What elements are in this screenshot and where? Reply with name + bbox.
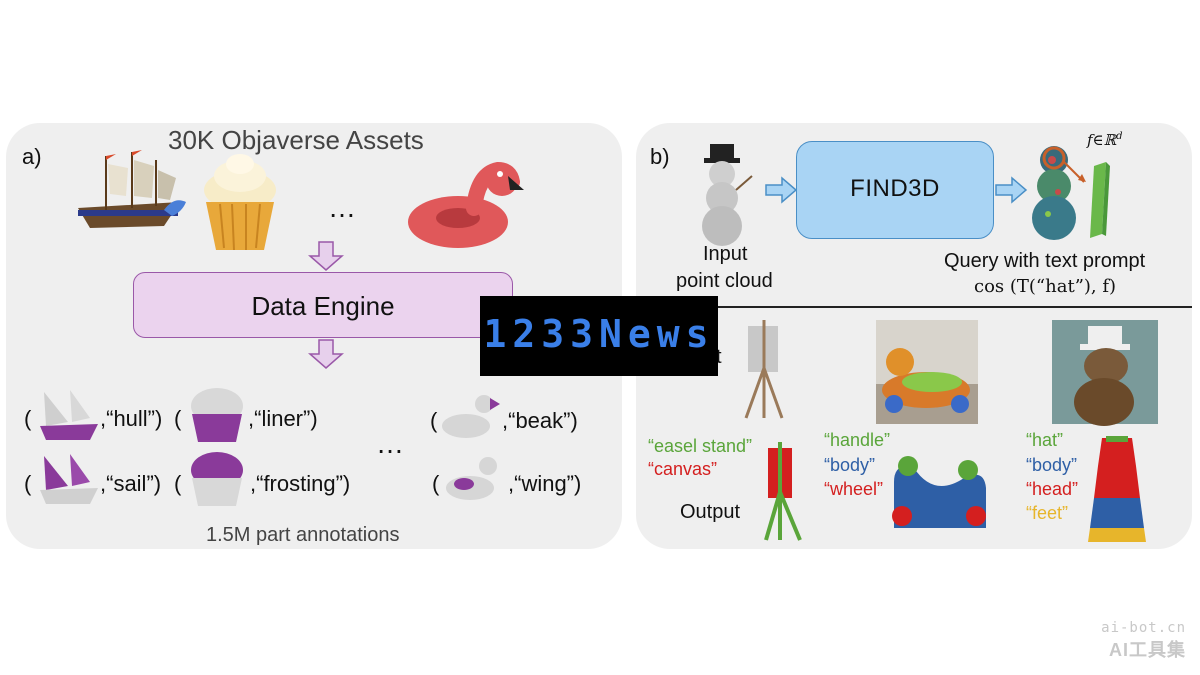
annotation-ellipsis: … <box>376 428 404 459</box>
find3d-model-box: FIND3D <box>796 141 994 239</box>
flamingo-part-wing <box>446 457 497 500</box>
capybara-output-image <box>1088 436 1146 542</box>
prompt-hat: “hat” <box>1026 430 1064 450</box>
panel-a-caption: 1.5M part annotations <box>206 524 400 546</box>
capybara-photo-image <box>1052 320 1158 426</box>
annotation-beak-open: ( <box>430 408 438 433</box>
annotation-beak-label: ,“beak”) <box>502 408 578 433</box>
panel-b-divider <box>652 306 1192 308</box>
annotation-sail-label: ,“sail”) <box>100 471 162 496</box>
annotation-hull-label: ,“hull”) <box>100 406 163 431</box>
annotation-sail-open: ( <box>24 471 32 496</box>
prompt-head: “head” <box>1026 479 1079 499</box>
corner-watermark-line2: AI工具集 <box>1109 640 1186 660</box>
ship-part-hull <box>40 390 98 440</box>
panel-a-label: a) <box>22 144 42 169</box>
query-label: Query with text prompt <box>944 250 1146 272</box>
prompt-handle: “handle” <box>824 430 891 450</box>
output-label: Output <box>680 501 741 523</box>
feature-vector-text: f∈ℝ <box>1087 131 1117 149</box>
corner-watermark: ai-bot.cn AI工具集 <box>1101 620 1186 662</box>
prompt-feet: “feet” <box>1026 503 1069 523</box>
ship-part-sail <box>40 454 98 504</box>
prompt-body-capybara: “body” <box>1026 455 1078 475</box>
annotation-liner-label: ,“liner”) <box>248 406 318 431</box>
ship-image <box>78 150 186 228</box>
query-formula: cos (T(“hat”), f) <box>974 276 1117 297</box>
annotation-liner-open: ( <box>174 406 182 431</box>
find3d-label: FIND3D <box>850 175 940 202</box>
annotation-wing-label: ,“wing”) <box>508 471 582 496</box>
annotation-frosting-open: ( <box>174 471 182 496</box>
watermark-banner: 1233News <box>480 296 718 376</box>
watermark-text: 1233News <box>483 312 715 356</box>
snowman-input-image <box>702 144 753 246</box>
annotation-wing-open: ( <box>432 471 440 496</box>
cupcake-part-frosting <box>191 452 243 506</box>
feature-vector-label: f∈ℝd <box>1087 131 1123 149</box>
asset-ellipsis: … <box>328 192 356 223</box>
prompt-wheel: “wheel” <box>824 479 884 499</box>
toy-output-image <box>892 456 986 528</box>
input-label-line1: Input <box>703 243 748 265</box>
data-engine-label: Data Engine <box>251 291 395 321</box>
panel-a-title: 30K Objaverse Assets <box>168 125 424 155</box>
snowman-features-image <box>1032 146 1110 240</box>
annotation-hull-open: ( <box>24 406 32 431</box>
input-partial-label: t <box>716 346 722 368</box>
flamingo-part-beak <box>442 395 500 438</box>
data-engine-box: Data Engine <box>133 272 513 338</box>
prompt-body-toy: “body” <box>824 455 876 475</box>
flamingo-float-image <box>408 161 524 248</box>
corner-watermark-line1: ai-bot.cn <box>1101 620 1186 636</box>
feature-vector-sup: d <box>1116 131 1123 142</box>
annotation-frosting-label: ,“frosting”) <box>250 471 351 496</box>
input-label-line2: point cloud <box>676 270 773 292</box>
toy-photo-image <box>876 320 978 424</box>
panel-b-label: b) <box>650 144 670 169</box>
easel-input-image <box>744 320 784 419</box>
down-arrow-2 <box>308 339 344 369</box>
cupcake-part-liner <box>191 388 243 442</box>
right-arrow-2 <box>995 176 1028 204</box>
down-arrow-1 <box>308 241 344 271</box>
prompt-easel-stand: “easel stand” <box>648 436 753 456</box>
easel-output-image <box>764 442 802 541</box>
right-arrow-1 <box>765 176 798 204</box>
cupcake-image <box>204 154 276 251</box>
prompt-canvas: “canvas” <box>648 459 718 479</box>
